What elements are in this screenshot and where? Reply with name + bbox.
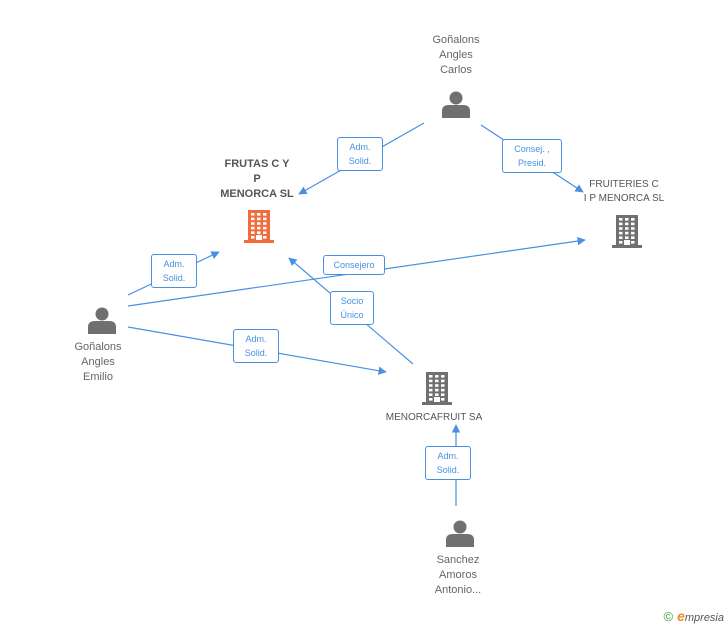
edge-label-line: Adm. — [437, 451, 459, 461]
building-icon-frutas[interactable] — [244, 210, 274, 243]
edge-label-carlos-to-fruiteries[interactable]: Consej. , Presid. — [502, 139, 562, 173]
person-icon-antonio[interactable] — [446, 520, 474, 548]
brand-logo-text: mpresia — [684, 612, 724, 624]
edge-label-emilio-to-fruiteries[interactable]: Consejero — [323, 255, 385, 275]
node-label-line: Goñalons — [432, 34, 480, 46]
edge-label-line: Adm. — [163, 259, 185, 269]
edge-label-line: Solid. — [348, 156, 372, 166]
edge-label-line: Consejero — [333, 260, 375, 270]
node-label-line: Goñalons — [74, 341, 122, 353]
edge-label-line: Adm. — [245, 334, 267, 344]
edge-label-line: Solid. — [244, 348, 268, 358]
edge-label-line: Adm. — [349, 142, 371, 152]
building-icon-fruiteries[interactable] — [612, 215, 642, 248]
node-label-menorcafruit[interactable]: MENORCAFRUIT SA — [374, 411, 494, 425]
person-icon-emilio[interactable] — [88, 307, 116, 335]
person-icon-carlos[interactable] — [442, 91, 470, 119]
edge-label-line: Único — [340, 310, 364, 320]
node-label-line: Carlos — [440, 64, 472, 76]
node-label-frutas[interactable]: FRUTAS C Y P MENORCA SL — [202, 157, 312, 202]
edge-label-line: Solid. — [436, 465, 460, 475]
edge-label-emilio-to-menorcafruit[interactable]: Adm. Solid. — [233, 329, 279, 363]
edge-label-line: Consej. , — [514, 144, 550, 154]
edge-label-emilio-to-frutas[interactable]: Adm. Solid. — [151, 254, 197, 288]
node-label-line: MENORCA SL — [220, 188, 294, 200]
edge-label-line: Socio — [340, 296, 364, 306]
node-label-line: Amoros — [439, 569, 477, 581]
edge-label-line: Presid. — [517, 158, 546, 168]
node-label-line: Emilio — [83, 371, 113, 383]
icons-layer — [88, 91, 642, 548]
copyright-icon: © — [663, 609, 674, 624]
node-label-line: Angles — [439, 49, 473, 61]
node-label-line: Angles — [81, 356, 115, 368]
node-label-line: Sanchez — [436, 554, 480, 566]
footer-brand: ©empresia — [663, 608, 724, 624]
node-label-line: Antonio... — [434, 584, 482, 596]
node-label-line: I P MENORCA SL — [583, 193, 665, 204]
node-label-line: FRUTAS C Y — [224, 158, 290, 170]
building-icon-menorcafruit[interactable] — [422, 372, 452, 405]
edge-label-antonio-to-menorcafruit[interactable]: Adm. Solid. — [425, 446, 471, 480]
node-label-line: P — [253, 173, 261, 185]
edge-label-carlos-to-frutas[interactable]: Adm. Solid. — [337, 137, 383, 171]
edge-label-line: Solid. — [162, 273, 186, 283]
brand-logo-initial: e — [677, 608, 685, 624]
node-label-line: MENORCAFRUIT SA — [385, 412, 483, 423]
node-label-line: FRUITERIES C — [589, 179, 659, 190]
node-label-fruiteries[interactable]: FRUITERIES C I P MENORCA SL — [569, 178, 679, 206]
